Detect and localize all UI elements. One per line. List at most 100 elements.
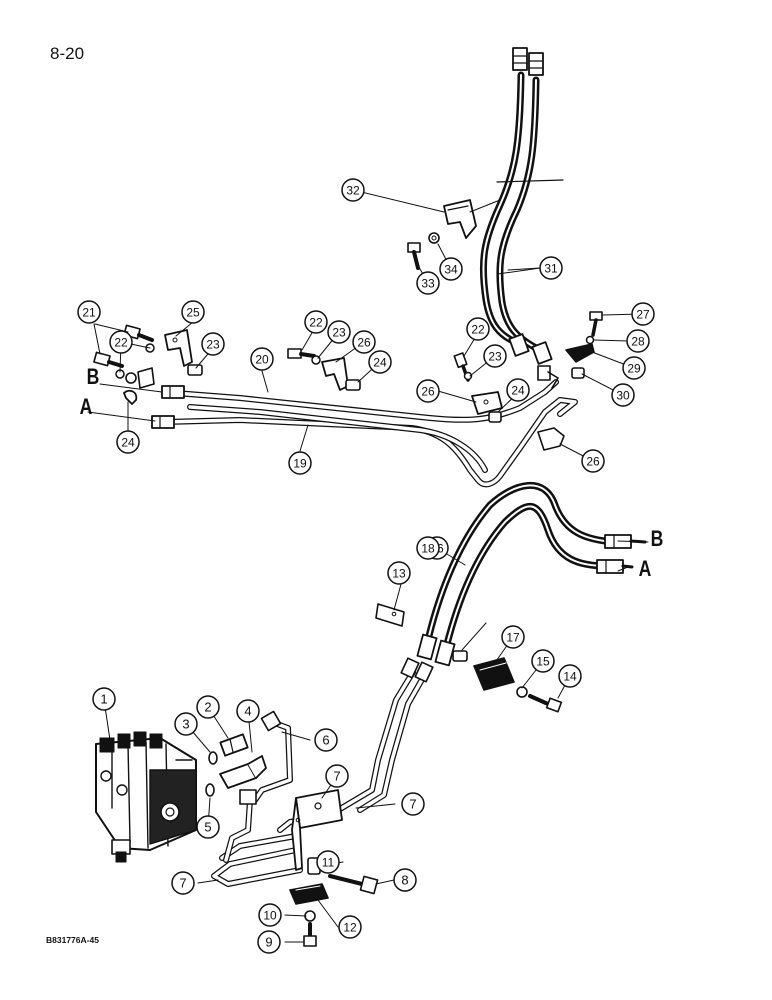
callout-8: 8 [393,868,417,892]
port-label-b: B [651,527,664,551]
callout-circle [77,300,101,324]
bolt-34 [407,242,421,270]
callout-number: 13 [392,567,406,581]
callout-circle [416,271,440,295]
callout-circle [387,561,411,585]
callout-23: 23 [327,320,351,344]
callout-number: 26 [586,455,600,469]
callout-1: 1 [92,687,116,711]
callout-14: 14 [558,664,582,688]
o-ring-5 [205,783,215,797]
callout-number: 28 [631,335,645,349]
callout-number: 31 [544,262,558,276]
callout-6: 6 [314,728,338,752]
callout-number: 32 [346,184,360,198]
callout-circle [416,536,440,560]
callout-15: 15 [531,649,555,673]
bolts-22-right [453,352,473,382]
figure-code: B831776A-45 [46,935,99,945]
callout-7: 7 [401,792,425,816]
callout-circle [257,930,281,954]
clamp-33 [443,199,501,239]
clamp-25 [123,389,138,405]
bolts-22-middle [287,348,321,365]
callout-number: 21 [82,306,96,320]
callout-33: 33 [416,271,440,295]
callout-circle [368,350,392,374]
callout-circle [250,347,274,371]
callout-circle [483,344,507,368]
callout-number: 23 [488,350,502,364]
callout-32: 32 [341,178,365,202]
fitting-2 [219,733,249,757]
clamp-30 [565,343,595,363]
callout-number: 33 [421,277,435,291]
callout-24: 24 [506,378,530,402]
port-label-a: A [80,395,93,419]
callout-number: 14 [563,670,577,684]
callout-number: 10 [263,909,277,923]
callout-number: 26 [421,385,435,399]
callout-number: 25 [186,306,200,320]
callout-circle [201,332,225,356]
spacer-24-middle [345,379,361,391]
washer-16 [516,686,528,698]
callout-circle [631,302,655,326]
callout-number: 22 [309,316,323,330]
callout-23: 23 [201,332,225,356]
callout-number: 11 [322,856,335,870]
callout-number: 24 [511,384,525,398]
callout-17: 17 [501,625,525,649]
callout-circle [109,330,133,354]
callout-number: 18 [421,542,435,556]
callout-circle [352,330,376,354]
bolt-9 [328,874,379,895]
callout-circle [558,664,582,688]
callout-7: 7 [171,871,195,895]
callout-number: 27 [636,308,650,322]
callout-circle [116,430,140,454]
callout-circle [611,383,635,407]
callout-7: 7 [325,764,349,788]
callout-circle [314,728,338,752]
callout-number: 24 [121,436,135,450]
callout-number: 23 [332,326,346,340]
callout-layer: 1234567778910111213141516171819202122222… [77,178,655,954]
callout-circle [466,317,490,341]
spacer-24-left [187,364,203,376]
callout-number: 15 [536,655,550,669]
callout-number: 24 [373,356,387,370]
callout-26: 26 [581,449,605,473]
clamp-26-left [164,329,193,367]
tube-6 [223,710,293,863]
clamp-13 [289,883,329,905]
callout-circle [258,903,282,927]
washer-35 [428,232,440,244]
control-valve-1 [95,731,197,863]
callout-number: 34 [444,263,458,277]
callout-31: 31 [539,256,563,280]
callout-circle [439,257,463,281]
callout-number: 23 [206,338,220,352]
callout-circle [626,329,650,353]
callout-3: 3 [174,712,198,736]
callout-circle [338,915,362,939]
callout-circle [174,712,198,736]
callout-number: 7 [409,797,416,812]
callout-19: 19 [288,451,312,475]
callout-26: 26 [416,379,440,403]
callout-28: 28 [626,329,650,353]
callout-34: 34 [439,257,463,281]
callout-27: 27 [631,302,655,326]
port-label-b: B [87,365,100,389]
callout-number: 19 [293,457,307,471]
clamp-26-middle [321,357,349,391]
washer-29 [585,335,595,345]
callout-number: 26 [357,336,371,350]
callout-number: 30 [616,389,630,403]
callout-number: 17 [506,631,520,645]
clip-14 [375,603,405,627]
callout-number: 22 [471,323,485,337]
